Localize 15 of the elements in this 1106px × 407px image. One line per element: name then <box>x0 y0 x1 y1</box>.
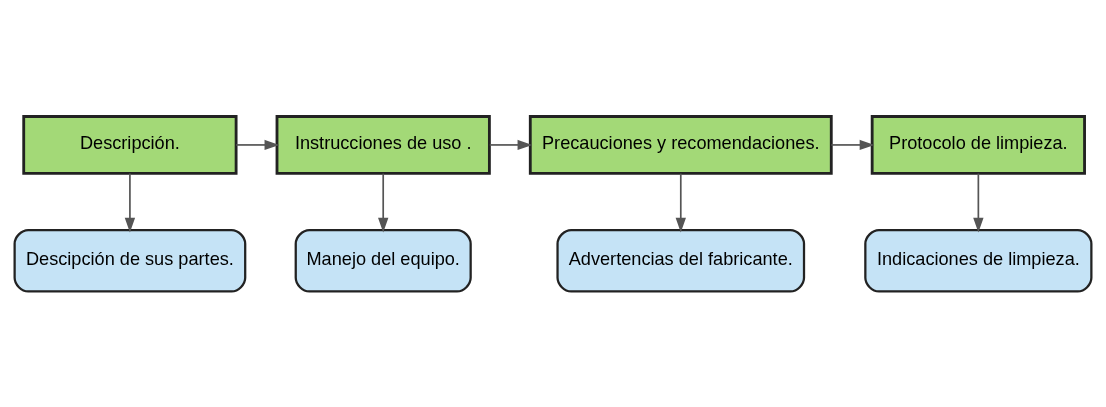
arrow <box>235 139 280 150</box>
node-box: Instrucciones de uso . <box>275 114 491 175</box>
node-box: Indicaciones de limpieza. <box>864 228 1093 293</box>
arrow <box>488 139 533 150</box>
node-box: Manejo del equipo. <box>294 228 472 293</box>
arrow <box>378 172 389 233</box>
arrow <box>973 172 984 233</box>
arrow <box>124 172 136 233</box>
node-box: Advertencias del fabricante. <box>556 228 806 293</box>
arrow <box>675 172 686 233</box>
node-box: Protocolo de limpieza. <box>870 114 1086 175</box>
node-box: Descripción. <box>22 114 238 175</box>
arrow <box>830 139 875 150</box>
node-box: Precauciones y recomendaciones. <box>528 114 833 175</box>
node-box: Descipción de sus partes. <box>13 228 247 293</box>
